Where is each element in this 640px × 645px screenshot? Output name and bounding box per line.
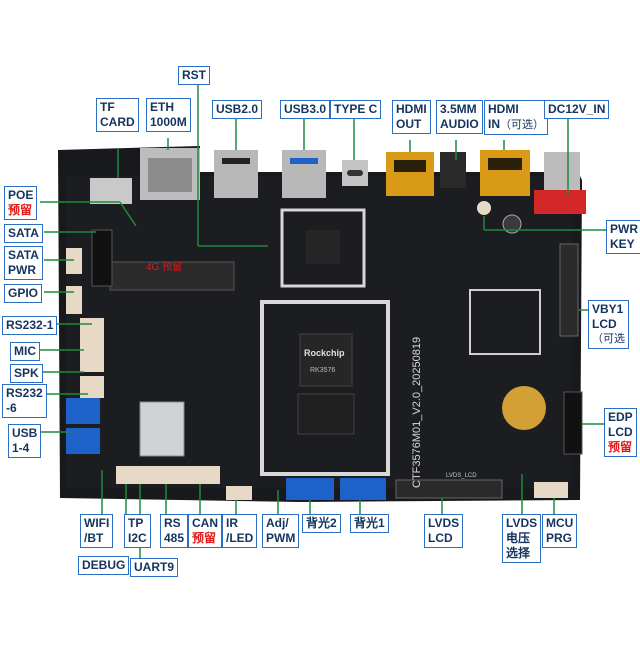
label-bl1: 背光1 xyxy=(350,514,389,533)
silk-soc: RK3576 xyxy=(310,367,335,374)
label-sata: SATA xyxy=(4,224,43,243)
usb2-port xyxy=(214,150,258,198)
label-typec: TYPE C xyxy=(330,100,382,119)
label-dc12v: DC12V_IN xyxy=(544,100,610,119)
mcu-header xyxy=(534,482,568,498)
usb2-port-tongue xyxy=(222,158,250,164)
ram-chip xyxy=(297,393,355,435)
left-header-4 xyxy=(80,376,104,398)
line-poe-d xyxy=(119,201,137,227)
backlight1-connector xyxy=(340,478,386,500)
label-usb2: USB2.0 xyxy=(212,100,263,119)
silk-soc-brand: Rockchip xyxy=(304,348,345,358)
mpcie-slot xyxy=(109,261,235,291)
rtc-battery xyxy=(502,386,546,430)
silk-4g: 4G 预留 xyxy=(146,260,182,273)
label-spk: SPK xyxy=(10,364,43,383)
label-rs232-6: RS232 -6 xyxy=(2,384,47,418)
top-chip xyxy=(306,230,340,264)
dc-jack xyxy=(544,152,580,196)
label-mic: MIC xyxy=(10,342,40,361)
label-mcu: MCU PRG xyxy=(542,514,578,548)
label-lvds: LVDS LCD xyxy=(424,514,464,548)
label-can: CAN 预留 xyxy=(188,514,222,548)
vby1-connector xyxy=(559,243,579,337)
bottom-header-2 xyxy=(190,466,220,484)
hdmi-out-port xyxy=(386,152,434,196)
usb3-port-tongue xyxy=(290,158,318,164)
label-bl2: 背光2 xyxy=(302,514,341,533)
label-tf-card: TF CARD xyxy=(96,98,139,132)
label-uart9: UART9 xyxy=(130,558,179,577)
label-hdmi-in: HDMI IN（可选） xyxy=(484,100,548,135)
label-vby1: VBY1 LCD （可选 xyxy=(588,300,629,349)
hdmi-out-opening xyxy=(394,160,426,172)
left-header-3 xyxy=(80,318,104,372)
label-debug: DEBUG xyxy=(78,556,130,575)
bottom-header-1 xyxy=(116,466,202,484)
typec-opening xyxy=(347,170,363,176)
hdmi-in-port xyxy=(480,150,530,196)
label-poe: POE 预留 xyxy=(4,186,38,220)
audio-jack xyxy=(440,152,466,188)
label-pwr-key: PWR KEY xyxy=(606,220,640,254)
label-audio: 3.5MM AUDIO xyxy=(436,100,483,134)
label-rst: RST xyxy=(178,66,210,85)
label-eth: ETH 1000M xyxy=(146,98,191,132)
label-hdmi-out: HDMI OUT xyxy=(392,100,431,134)
usb-header-1 xyxy=(66,398,100,424)
large-capacitor xyxy=(502,214,522,234)
left-header-1 xyxy=(66,248,82,274)
sata-connector xyxy=(91,229,113,287)
hdmi-in-opening xyxy=(488,158,522,170)
left-header-2 xyxy=(66,286,82,314)
label-sata-pwr: SATA PWR xyxy=(4,246,43,280)
label-rs232-1: RS232-1 xyxy=(2,316,58,335)
usb3-port xyxy=(282,150,326,198)
power-key xyxy=(477,201,491,215)
label-adj: Adj/ PWM xyxy=(262,514,300,548)
top-shield xyxy=(280,208,366,288)
lvds-header xyxy=(395,479,503,499)
backlight2-connector xyxy=(286,478,334,500)
ethernet-jack-face xyxy=(148,158,192,192)
label-edp: EDP LCD 预留 xyxy=(604,408,637,457)
label-wifi: WIFI /BT xyxy=(80,514,114,548)
silk-lvds: LVDS_LCD xyxy=(446,473,477,479)
soc-chip xyxy=(299,333,353,387)
edp-header xyxy=(563,391,583,455)
bottom-header-3 xyxy=(226,486,252,500)
label-usb3: USB3.0 xyxy=(280,100,331,119)
label-tp: TP I2C xyxy=(124,514,151,548)
tf-card-slot xyxy=(90,178,132,204)
dc-red-connector xyxy=(534,190,586,214)
pmic-shield xyxy=(469,289,541,355)
wifi-module xyxy=(139,401,185,457)
silk-model: CTF3576M01_V2.0_20250819 xyxy=(411,337,423,488)
label-lvds-voltage: LVDS 电压 选择 xyxy=(502,514,542,563)
label-ir: IR /LED xyxy=(222,514,258,548)
label-gpio: GPIO xyxy=(4,284,43,303)
usb-header-2 xyxy=(66,428,100,454)
label-rs485: RS 485 xyxy=(160,514,189,548)
soc-shield xyxy=(260,300,390,476)
label-usb: USB 1-4 xyxy=(8,424,42,458)
